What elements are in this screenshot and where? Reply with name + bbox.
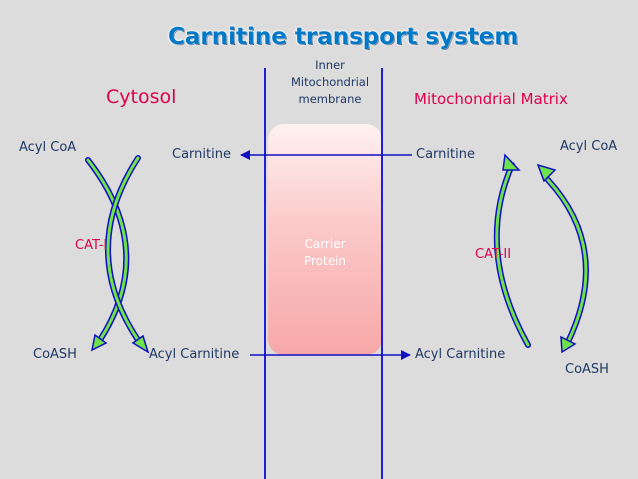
matrix-acyl-coa-label: Acyl CoA [560,139,618,154]
cytosol-acyl-coa-label: Acyl CoA [19,140,77,155]
page-title: Carnitine transport system [168,24,519,50]
cat-ii-label: CAT-II [475,247,512,262]
cytosol-carnitine-label: Carnitine [172,147,231,162]
cat-i-reaction-arrows [85,155,150,354]
carrier-label-line1: Carrier [304,237,346,251]
cytosol-coash-label: CoASH [33,347,77,362]
cytosol-label: Cytosol [106,86,177,108]
carrier-protein-label: Carrier Protein [268,236,382,270]
matrix-label: Mitochondrial Matrix [414,90,568,108]
matrix-acyl-carnitine-label: Acyl Carnitine [415,347,506,362]
cytosol-acyl-carnitine-label: Acyl Carnitine [149,347,240,362]
matrix-carnitine-label: Carnitine [416,147,475,162]
membrane-label-line3: membrane [298,92,362,106]
cat-ii-reaction-arrows [493,153,589,354]
membrane-label: Inner Mitochondrial membrane [270,57,390,108]
carrier-protein-box [268,124,382,355]
matrix-coash-label: CoASH [565,362,609,377]
carrier-label-line2: Protein [303,254,347,268]
cat-i-label: CAT-I [75,238,108,253]
membrane-label-line2: Mitochondrial [290,75,370,89]
membrane-label-line1: Inner [315,58,345,72]
